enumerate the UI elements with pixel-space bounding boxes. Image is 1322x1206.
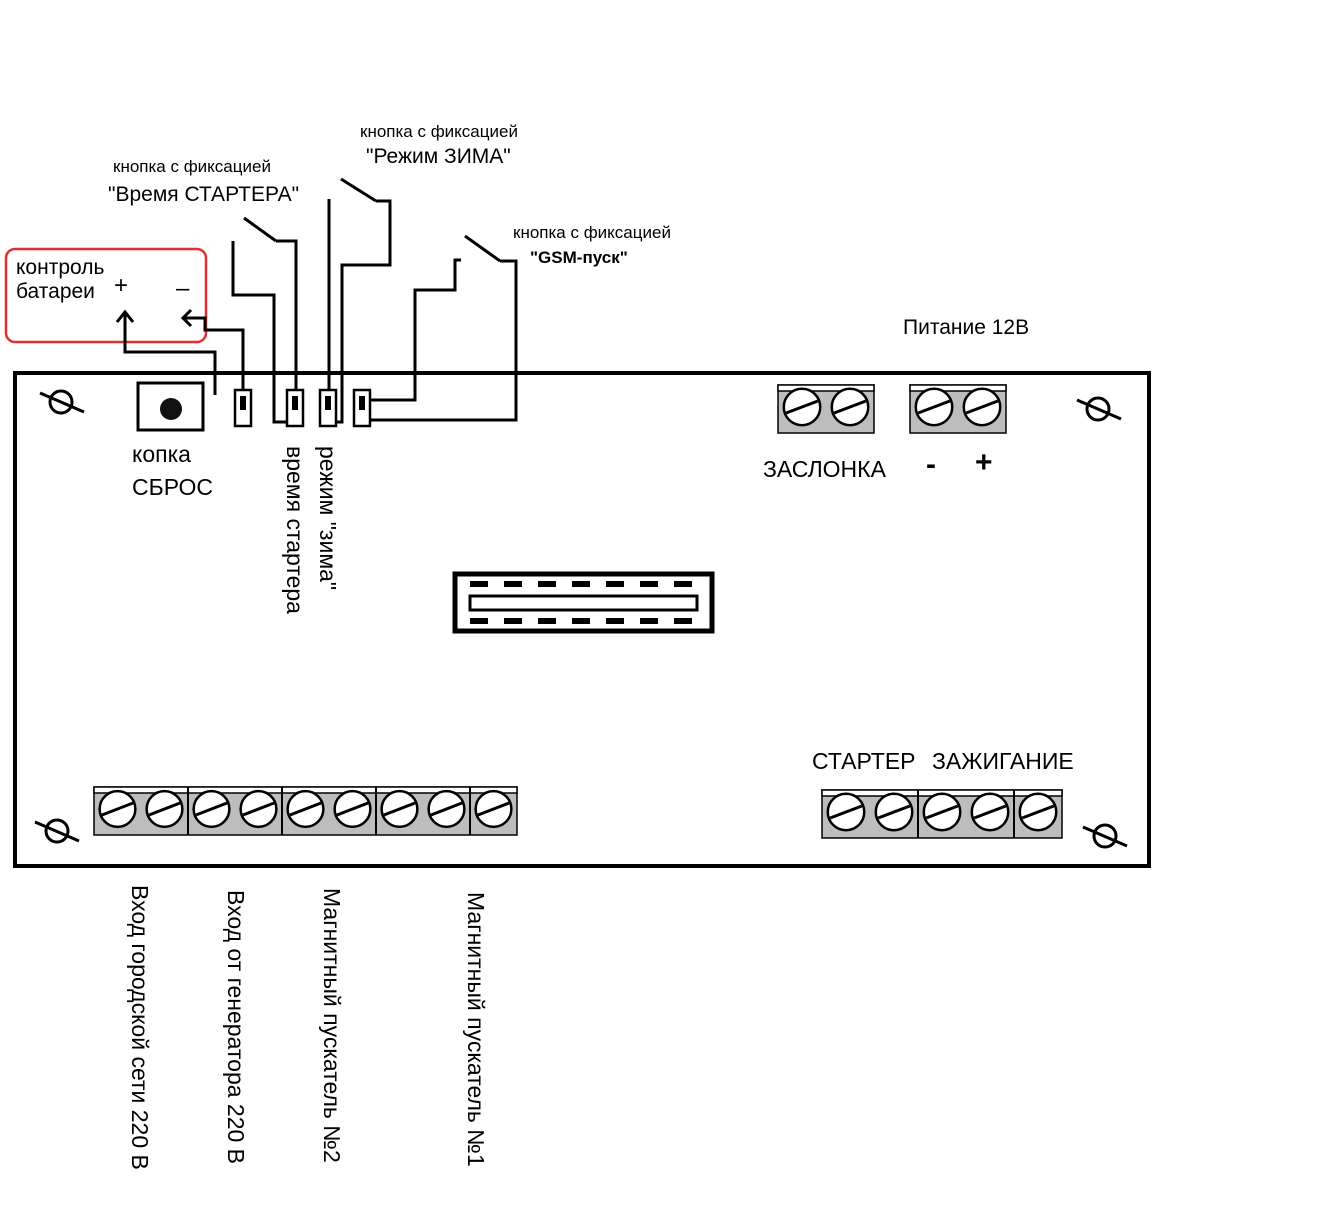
screw-icon	[239, 789, 278, 829]
starter-time-switch-icon	[231, 216, 298, 424]
battery-minus-sign: –	[176, 275, 190, 302]
winter-switch-icon	[327, 177, 392, 424]
starter-ignition-terminal-block	[821, 789, 1063, 839]
screw-icon	[286, 789, 325, 829]
magnetic-starter-2-label: Магнитный пускатель №2	[319, 888, 345, 1163]
screw-icon	[333, 789, 372, 829]
screw-icon	[962, 387, 1002, 427]
svg-text:"Режим ЗИМА": "Режим ЗИМА"	[366, 145, 511, 168]
screw-icon	[192, 789, 231, 829]
generator-input-label: Вход от генератора 220 В	[223, 890, 249, 1164]
screw-icon	[830, 387, 870, 427]
battery-minus-arrow-icon	[180, 308, 193, 328]
screw-icon	[874, 792, 914, 832]
battery-connector	[233, 388, 253, 428]
bottom-terminal-block	[93, 786, 518, 836]
power-12v-label: Питание 12В	[903, 316, 1029, 339]
screw-icon	[970, 792, 1010, 832]
winter-button-label: кнопка с фиксацией "Режим ЗИМА"	[360, 122, 518, 168]
screw-icon	[98, 789, 137, 829]
svg-text:"Время СТАРТЕРА": "Время СТАРТЕРА"	[108, 183, 299, 206]
mount-hole-icon	[39, 389, 85, 415]
battery-label-line1: контроль	[16, 256, 104, 279]
starter-label: СТАРТЕР	[812, 748, 916, 774]
battery-label-line2: батареи	[16, 280, 95, 303]
svg-text:"GSM-пуск": "GSM-пуск"	[530, 248, 628, 267]
mount-hole-icon	[34, 818, 80, 844]
damper-label: ЗАСЛОНКА	[763, 456, 887, 482]
screw-icon	[922, 792, 962, 832]
screw-icon	[427, 789, 466, 829]
battery-plus-sign: +	[114, 272, 128, 299]
mount-hole-icon	[1076, 396, 1122, 422]
controller-board	[13, 371, 1151, 868]
microchip-icon	[452, 571, 715, 634]
gsm-connector	[352, 388, 372, 428]
screw-icon	[1018, 792, 1058, 832]
winter-connector	[318, 388, 338, 428]
svg-text:кнопка с фиксацией: кнопка с фиксацией	[513, 223, 671, 242]
damper-terminal-block	[777, 384, 875, 434]
screw-icon	[380, 789, 419, 829]
screw-icon	[145, 789, 184, 829]
starter-time-button-label: кнопка с фиксацией "Время СТАРТЕРА"	[108, 157, 299, 206]
power-minus-label: -	[926, 448, 936, 481]
reset-button	[136, 381, 205, 432]
battery-plus-arrow-icon	[115, 309, 135, 323]
power-12v-terminal-block	[909, 384, 1007, 434]
screw-icon	[914, 387, 954, 427]
starter-time-connector	[285, 388, 305, 428]
magnetic-starter-1-label: Магнитный пускатель №1	[463, 892, 489, 1167]
winter-mode-vertical-label: режим "зима"	[315, 446, 341, 590]
reset-label-line1: копка	[132, 441, 191, 467]
screw-icon	[782, 387, 822, 427]
gsm-switch-icon	[370, 234, 518, 422]
gsm-button-label: кнопка с фиксацией "GSM-пуск"	[513, 223, 671, 267]
power-plus-label: +	[975, 446, 993, 479]
battery-control-box	[4, 247, 208, 344]
svg-text:кнопка с фиксацией: кнопка с фиксацией	[113, 157, 271, 176]
starter-time-vertical-label: время стартера	[282, 446, 308, 614]
reset-label-line2: СБРОС	[132, 474, 213, 500]
ignition-label: ЗАЖИГАНИЕ	[932, 748, 1074, 774]
svg-text:кнопка с фиксацией: кнопка с фиксацией	[360, 122, 518, 141]
battery-minus-wire	[183, 316, 245, 395]
screw-icon	[826, 792, 866, 832]
screw-icon	[474, 789, 513, 829]
mount-hole-icon	[1082, 823, 1128, 849]
city-grid-input-label: Вход городской сети 220 В	[127, 885, 153, 1170]
